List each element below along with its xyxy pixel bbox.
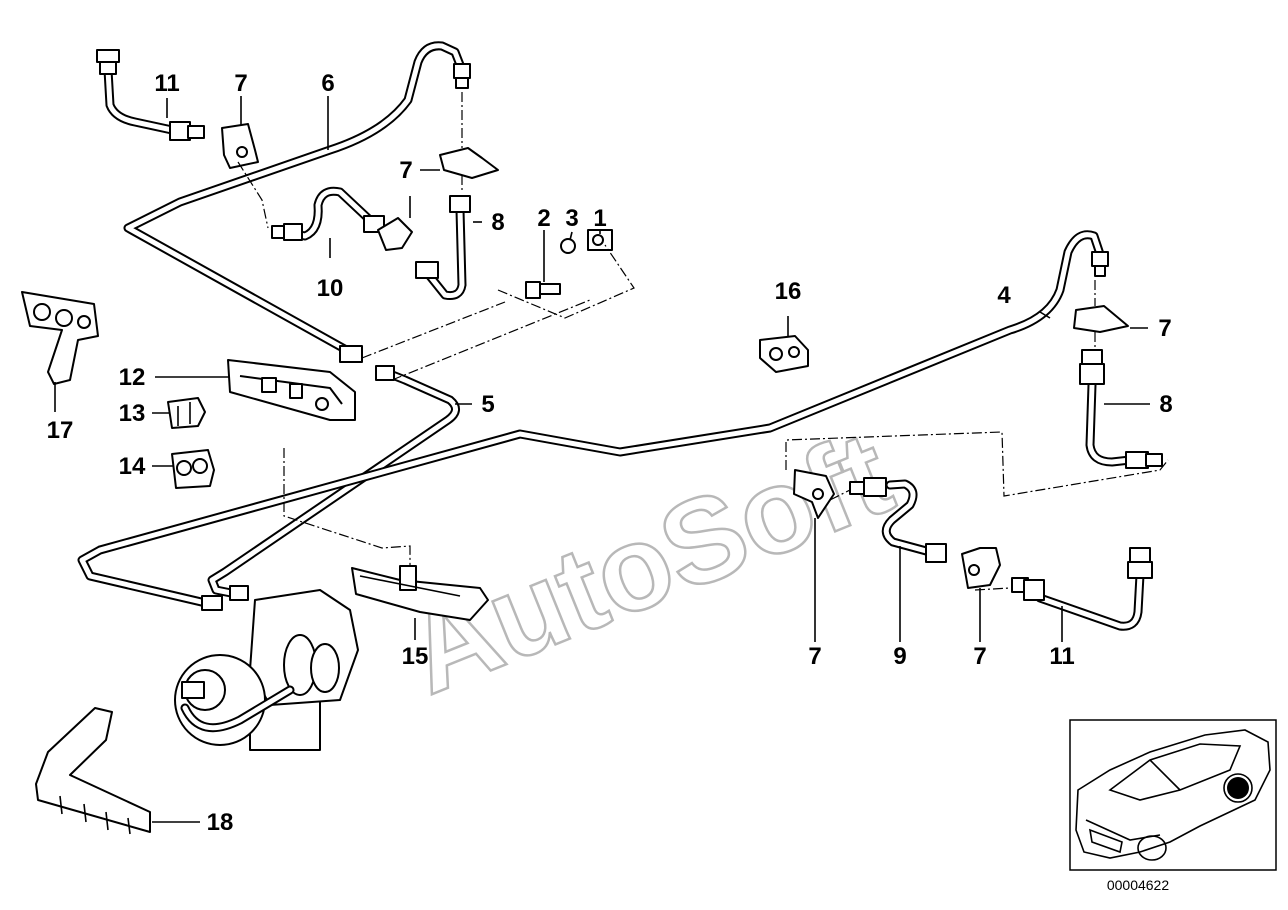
label-15: 15 <box>402 643 429 670</box>
hose-11-right <box>1035 570 1145 631</box>
label-4: 4 <box>997 282 1011 309</box>
label-8-right: 8 <box>1159 391 1172 418</box>
connector-lines <box>54 92 1169 823</box>
label-10: 10 <box>317 275 344 302</box>
hose-8-top <box>420 205 467 300</box>
label-11-top: 11 <box>154 70 179 97</box>
label-7-right: 7 <box>1158 315 1171 342</box>
label-6: 6 <box>321 70 334 97</box>
label-17: 17 <box>47 417 74 444</box>
clip-13 <box>167 397 206 429</box>
label-9: 9 <box>893 643 906 670</box>
label-7-top-left: 7 <box>234 70 247 97</box>
label-18: 18 <box>207 809 234 836</box>
part-labels: 1 2 3 4 5 6 7 7 7 7 7 8 8 9 10 11 11 12 … <box>47 70 1173 836</box>
distributor-12 <box>227 359 356 421</box>
label-7-bottom-b: 7 <box>973 643 986 670</box>
label-13: 13 <box>119 400 146 427</box>
vehicle-location-inset <box>1069 719 1277 871</box>
pipe-6 <box>123 41 467 357</box>
reference-number: 00004622 <box>1107 877 1170 893</box>
label-7-upper-middle: 7 <box>399 157 412 184</box>
bolt-2 <box>525 281 561 299</box>
holder-17 <box>21 291 99 385</box>
label-16: 16 <box>775 278 802 305</box>
hose-8-right <box>1085 380 1135 467</box>
grommet-14 <box>171 449 215 489</box>
bracket-15 <box>351 565 489 621</box>
location-marker <box>1227 777 1249 799</box>
clip-16 <box>759 335 809 373</box>
banjo-1 <box>587 229 613 251</box>
abs-hydraulic-unit <box>174 589 359 751</box>
pipe-9 <box>881 479 935 557</box>
car-outline-icon <box>1075 729 1271 861</box>
pipe-5 <box>207 367 460 599</box>
fittings <box>96 49 1163 611</box>
pipe-4 <box>77 230 1105 609</box>
holder-18 <box>35 707 151 835</box>
label-11-right: 11 <box>1049 643 1074 670</box>
label-7-bottom-a: 7 <box>808 643 821 670</box>
label-12: 12 <box>119 364 146 391</box>
label-5: 5 <box>481 391 494 418</box>
hose-11-top <box>103 65 177 135</box>
label-3: 3 <box>565 205 578 232</box>
label-1: 1 <box>593 205 606 232</box>
bracket-7-parts <box>221 123 1129 589</box>
label-14: 14 <box>119 453 146 480</box>
washer-3 <box>560 238 576 254</box>
label-8-top: 8 <box>491 209 504 236</box>
pipe-10 <box>280 186 377 241</box>
label-2: 2 <box>537 205 550 232</box>
